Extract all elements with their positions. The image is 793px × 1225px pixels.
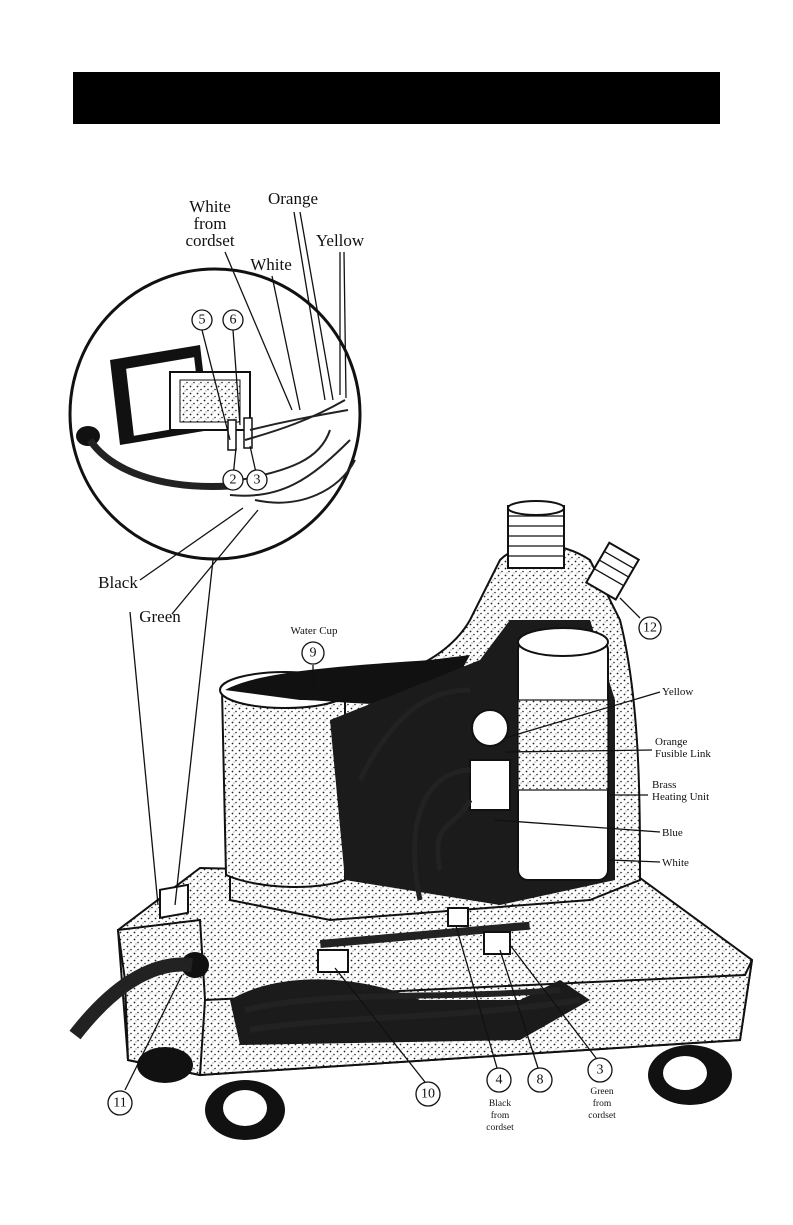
svg-text:12: 12 <box>643 621 657 636</box>
callout-6: 6 <box>223 310 243 330</box>
svg-text:10: 10 <box>421 1087 435 1102</box>
label-line: Heating Unit <box>652 791 709 803</box>
label-line: Green <box>590 1087 613 1097</box>
inset-magnifier <box>70 269 360 559</box>
inset-label-orange: Orange <box>268 189 318 208</box>
label-line: from <box>593 1098 612 1109</box>
label-orange-fusible-link: Orange Fusible Link <box>655 736 711 760</box>
label-line: cordset <box>185 231 234 250</box>
svg-text:3: 3 <box>597 1063 604 1078</box>
label-white: White <box>662 857 689 869</box>
callout-5: 5 <box>192 310 212 330</box>
svg-text:11: 11 <box>113 1096 126 1111</box>
label-line: from <box>491 1110 510 1121</box>
callout-12: 12 <box>620 598 661 639</box>
inset-label-white: White <box>250 255 292 274</box>
label-blue: Blue <box>662 827 683 839</box>
svg-text:4: 4 <box>496 1073 503 1088</box>
svg-text:5: 5 <box>199 313 206 328</box>
steamer-body <box>73 501 752 1140</box>
label-brass-heating-unit: Brass Heating Unit <box>652 779 709 803</box>
label-line: cordset <box>588 1111 616 1121</box>
label-green-from-cordset: Green from cordset <box>588 1087 616 1121</box>
inset-label-black: Black <box>98 573 138 592</box>
label-line: Fusible Link <box>655 748 711 760</box>
svg-text:9: 9 <box>310 646 317 661</box>
label-line: Black <box>489 1099 511 1109</box>
label-line: Orange <box>655 736 687 748</box>
label-black-from-cordset: Black from cordset <box>486 1099 514 1133</box>
label-line: cordset <box>486 1123 514 1133</box>
callout-3-inset: 3 <box>247 470 267 490</box>
svg-text:6: 6 <box>230 313 237 328</box>
inset-label-white-from-cordset: White from cordset <box>185 197 234 250</box>
label-line: Brass <box>652 779 676 791</box>
svg-text:8: 8 <box>537 1073 544 1088</box>
label-water-cup: Water Cup <box>290 625 338 637</box>
callout-2: 2 <box>223 470 243 490</box>
callout-9: 9 <box>302 642 324 664</box>
inset-label-yellow: Yellow <box>316 231 365 250</box>
svg-text:2: 2 <box>230 473 237 488</box>
label-yellow: Yellow <box>662 686 693 698</box>
svg-text:3: 3 <box>254 473 261 488</box>
